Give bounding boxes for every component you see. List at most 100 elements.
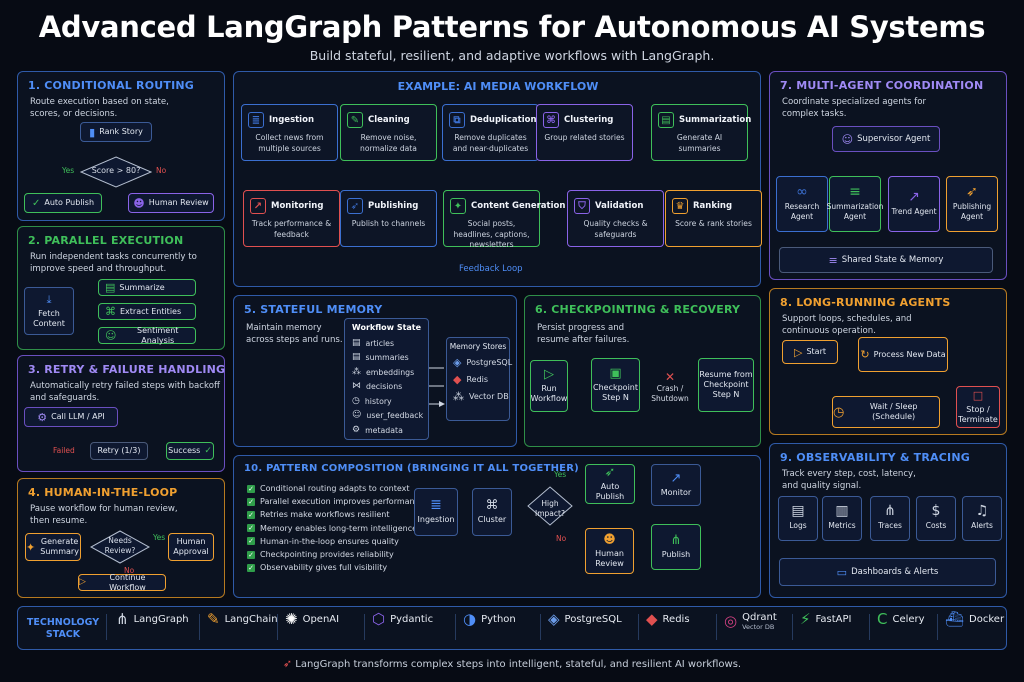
wait-sleep-node: ◷Wait / Sleep (Schedule) xyxy=(832,396,940,428)
tech-divider xyxy=(638,614,639,640)
checklist-label: Parallel execution improves performance xyxy=(260,497,424,507)
field-label: user_feedback xyxy=(366,411,424,421)
tech-label-wrap: Pydantic xyxy=(390,614,433,625)
play-icon: ▷ xyxy=(793,345,803,359)
tech-label-wrap: Celery xyxy=(892,614,924,625)
step-description: Social posts, headlines, captions, newsl… xyxy=(453,219,530,249)
checkbox-icon: ✓ xyxy=(247,524,255,533)
node-label: Cluster xyxy=(477,514,507,524)
tech-label-wrap: Redis xyxy=(663,614,690,625)
store-label: PostgreSQL xyxy=(466,358,513,367)
human-review-node: ☻Human Review xyxy=(585,528,634,574)
decision-label: Needs Review? xyxy=(104,536,136,555)
list-icon: ≡ xyxy=(849,183,861,200)
impact-diamond xyxy=(527,486,573,526)
node-label: Fetch Content xyxy=(33,308,65,328)
panel-title: EXAMPLE: AI MEDIA WORKFLOW xyxy=(397,80,599,93)
node-label: Human Review xyxy=(148,198,209,207)
step-description: Collect news from multiple sources xyxy=(255,133,324,153)
send-icon: ➶ xyxy=(966,183,978,200)
monitor-icon: ▭ xyxy=(836,565,848,579)
step-description: Group related stories xyxy=(544,133,625,142)
person-icon: ☻ xyxy=(603,531,616,546)
checklist-label: Conditional routing adapts to context xyxy=(260,484,410,494)
step-title: Ranking xyxy=(693,201,733,211)
node-label: Human Approval xyxy=(173,537,209,556)
tech-label: LangChain xyxy=(224,614,278,625)
failed-label: Failed xyxy=(53,446,75,455)
step-title: Clustering xyxy=(564,115,614,125)
tech-divider xyxy=(277,614,278,640)
bell-icon: ♫ xyxy=(975,503,989,519)
play-icon: ▷ xyxy=(544,366,554,382)
panel-description: Persist progress and resume after failur… xyxy=(537,323,630,345)
tech-divider xyxy=(716,614,717,640)
node-label: Auto Publish xyxy=(595,481,625,501)
node-label: Sentiment Analysis xyxy=(137,325,179,345)
langchain-icon: ✎ xyxy=(207,610,220,628)
memory-stores-title: Memory Stores xyxy=(449,342,507,351)
no-label: No xyxy=(156,166,167,175)
step-header: ↗Monitoring xyxy=(250,198,323,214)
tech-label: Qdrant xyxy=(742,612,777,623)
tech-redis: ◆Redis xyxy=(646,612,690,627)
openai-icon: ✺ xyxy=(285,610,298,628)
tech-label-wrap: LangGraph xyxy=(134,614,189,625)
checklist-item: ✓ Conditional routing adapts to context xyxy=(247,482,424,495)
node-label: Success xyxy=(168,446,201,455)
summarize-node: ▤Summarize xyxy=(98,279,196,296)
fastapi-icon: ⚡ xyxy=(800,610,811,628)
panel-title: 5. STATEFUL MEMORY xyxy=(244,303,383,316)
workflow-state-box: Workflow State ▤articles▤summaries⁂embed… xyxy=(344,318,429,440)
node-label: Crash / Shutdown xyxy=(651,384,689,403)
field-icon: ⚙ xyxy=(352,424,361,435)
field-icon: ▤ xyxy=(352,337,361,348)
node-label: Start xyxy=(806,347,826,356)
yes-label: Yes xyxy=(153,533,166,542)
checkbox-icon: ✓ xyxy=(247,484,255,493)
footer-tagline: ➶ LangGraph transforms complex steps int… xyxy=(0,658,1024,670)
publish-node: ⋔Publish xyxy=(651,524,701,570)
agent-publishing-agent: ➶Publishing Agent xyxy=(946,176,998,232)
node-label: Extract Entities xyxy=(120,306,182,316)
panel-description: Track every step, cost, latency, and qua… xyxy=(782,469,916,491)
yes-label: Yes xyxy=(62,166,75,175)
python-icon: ◑ xyxy=(463,610,477,628)
field-label: decisions xyxy=(366,382,403,392)
metrics-icon: ▥ xyxy=(835,503,849,519)
checklist-label: Retries make workflows resilient xyxy=(260,510,390,520)
obs-logs: ▤Logs xyxy=(778,496,818,541)
state-field-articles: ▤articles xyxy=(352,336,428,351)
yes-label: Yes xyxy=(554,470,567,479)
checklist-label: Checkpointing provides reliability xyxy=(260,550,394,560)
checklist-item: ✓Memory enables long-term intelligence xyxy=(247,522,424,535)
node-label: Logs xyxy=(789,521,807,530)
step-header: ✦Content Generation xyxy=(450,198,565,214)
human-review-node: ☻Human Review xyxy=(128,193,214,213)
node-label: Monitor xyxy=(660,487,692,497)
document-icon: ▤ xyxy=(658,112,674,128)
tech-label: Docker xyxy=(969,614,1005,625)
page-title: Advanced LangGraph Patterns for Autonomo… xyxy=(38,10,986,44)
decision-label: High Impact? xyxy=(535,499,565,518)
supervisor-agent-node: ☺Supervisor Agent xyxy=(832,126,940,152)
panel-description: Support loops, schedules, and continuous… xyxy=(782,314,912,336)
smiley-icon: ☺ xyxy=(105,329,117,342)
resume-checkpoint-node: Resume from Checkpoint Step N xyxy=(698,358,754,412)
docker-icon: ⛴ xyxy=(945,610,965,628)
human-approval-node: Human Approval xyxy=(168,533,214,561)
tech-postgresql: ◈PostgreSQL xyxy=(548,612,622,627)
panel-description: Coordinate specialized agents for comple… xyxy=(782,97,927,119)
cross-icon: ✕ xyxy=(664,370,676,384)
state-field-history: ◷history xyxy=(352,394,428,409)
broom-icon: ✎ xyxy=(347,112,363,128)
step-header: ➶Publishing xyxy=(347,198,418,214)
footer-text: LangGraph transforms complex steps into … xyxy=(295,659,742,670)
cluster-icon: ⌘ xyxy=(485,497,499,513)
tech-label-wrap: Docker xyxy=(969,614,1004,625)
agent-research-agent: ∞Research Agent xyxy=(776,176,828,232)
